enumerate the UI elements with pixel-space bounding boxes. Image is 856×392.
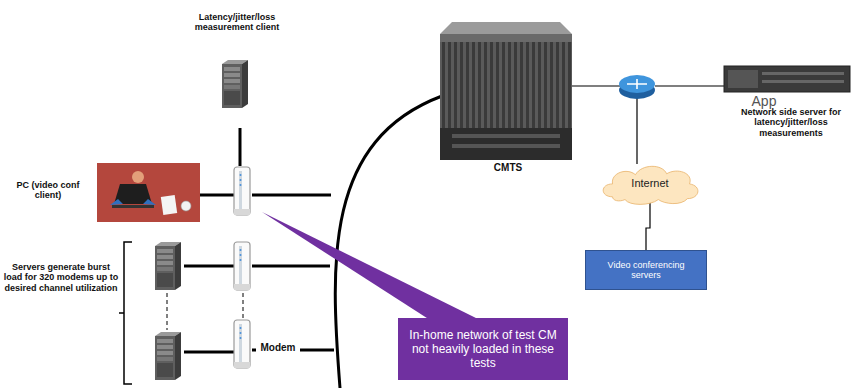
server-box: Video conferencing servers	[585, 250, 707, 290]
node-text: In-home network of test CM not heavily l…	[406, 328, 560, 370]
device-label: Modem	[256, 342, 300, 354]
callout-box: In-home network of test CM not heavily l…	[398, 318, 568, 380]
note-label: PC (video conf client)	[4, 180, 92, 201]
device-label: CMTS	[480, 162, 536, 174]
node-text: Internet	[631, 177, 668, 189]
note-label: Network side server for latency/jitter/l…	[730, 107, 852, 138]
note-label: App	[744, 93, 784, 109]
cloud-outline	[603, 166, 698, 204]
note-label: Servers generate burst load for 320 mode…	[2, 262, 120, 293]
node-text: Video conferencing servers	[594, 260, 698, 280]
network-link	[646, 202, 650, 250]
note-label: Latency/jitter/loss measurement client	[172, 12, 302, 33]
cloud-node: Internet	[598, 160, 702, 206]
